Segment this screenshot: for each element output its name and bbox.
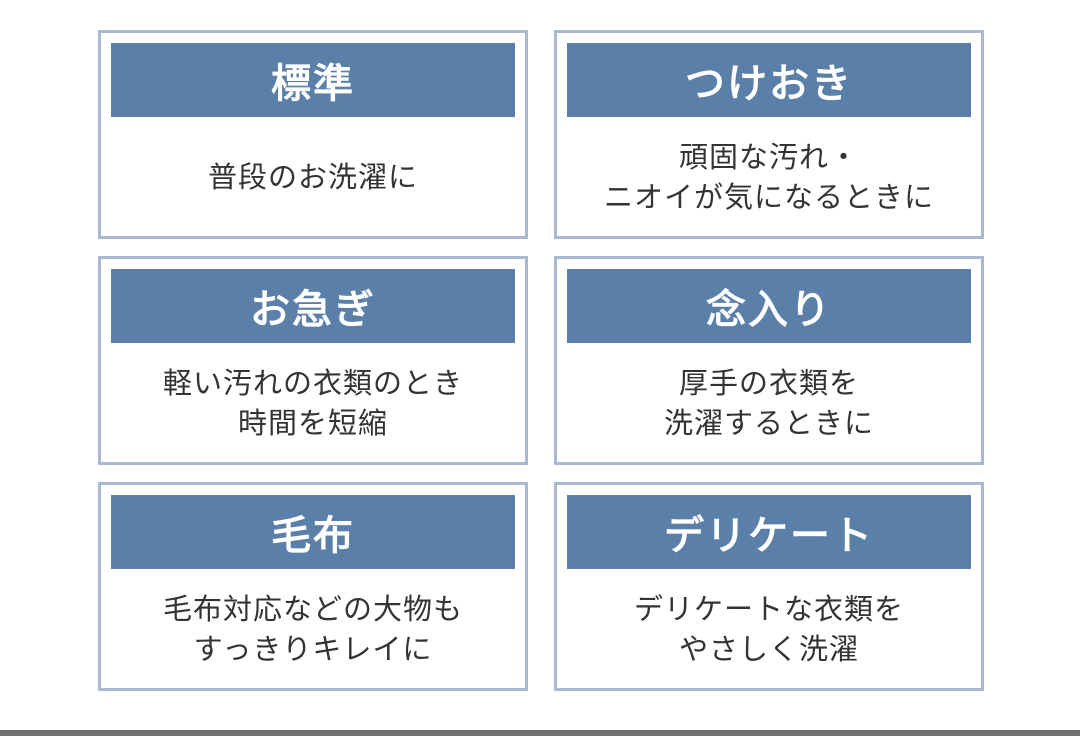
mode-card-thorough: 念入り 厚手の衣類を 洗濯するときに xyxy=(554,256,984,465)
mode-title: お急ぎ xyxy=(111,269,515,343)
mode-card-quick: お急ぎ 軽い汚れの衣類のとき 時間を短縮 xyxy=(98,256,528,465)
description-line: 時間を短縮 xyxy=(237,405,388,440)
mode-description: 毛布対応などの大物も すっきりキレイに xyxy=(111,569,515,688)
description-line: やさしく洗濯 xyxy=(678,631,859,666)
mode-card-standard: 標準 普段のお洗濯に xyxy=(98,30,528,239)
mode-description: 軽い汚れの衣類のとき 時間を短縮 xyxy=(111,343,515,462)
description-line: デリケートな衣類を xyxy=(633,591,904,626)
description-line: 頑固な汚れ・ xyxy=(678,139,859,174)
mode-description: 頑固な汚れ・ ニオイが気になるときに xyxy=(567,117,971,236)
description-line: 毛布対応などの大物も xyxy=(162,591,463,626)
description-line: 厚手の衣類を xyxy=(678,365,859,400)
mode-card-delicate: デリケート デリケートな衣類を やさしく洗濯 xyxy=(554,482,984,691)
wash-mode-grid: 標準 普段のお洗濯に つけおき 頑固な汚れ・ ニオイが気になるときに お急ぎ 軽… xyxy=(98,30,984,691)
description-line: 軽い汚れの衣類のとき xyxy=(162,365,463,400)
mode-title: 毛布 xyxy=(111,495,515,569)
bottom-divider xyxy=(0,730,1080,736)
mode-description: 厚手の衣類を 洗濯するときに xyxy=(567,343,971,462)
mode-title: つけおき xyxy=(567,43,971,117)
description-line: 洗濯するときに xyxy=(663,405,874,440)
description-line: すっきりキレイに xyxy=(193,631,433,666)
mode-card-soak: つけおき 頑固な汚れ・ ニオイが気になるときに xyxy=(554,30,984,239)
description-line: ニオイが気になるときに xyxy=(603,179,934,214)
mode-description: 普段のお洗濯に xyxy=(111,117,515,236)
mode-title: 念入り xyxy=(567,269,971,343)
mode-card-blanket: 毛布 毛布対応などの大物も すっきりキレイに xyxy=(98,482,528,691)
mode-description: デリケートな衣類を やさしく洗濯 xyxy=(567,569,971,688)
mode-title: 標準 xyxy=(111,43,515,117)
description-line: 普段のお洗濯に xyxy=(207,159,418,194)
mode-title: デリケート xyxy=(567,495,971,569)
